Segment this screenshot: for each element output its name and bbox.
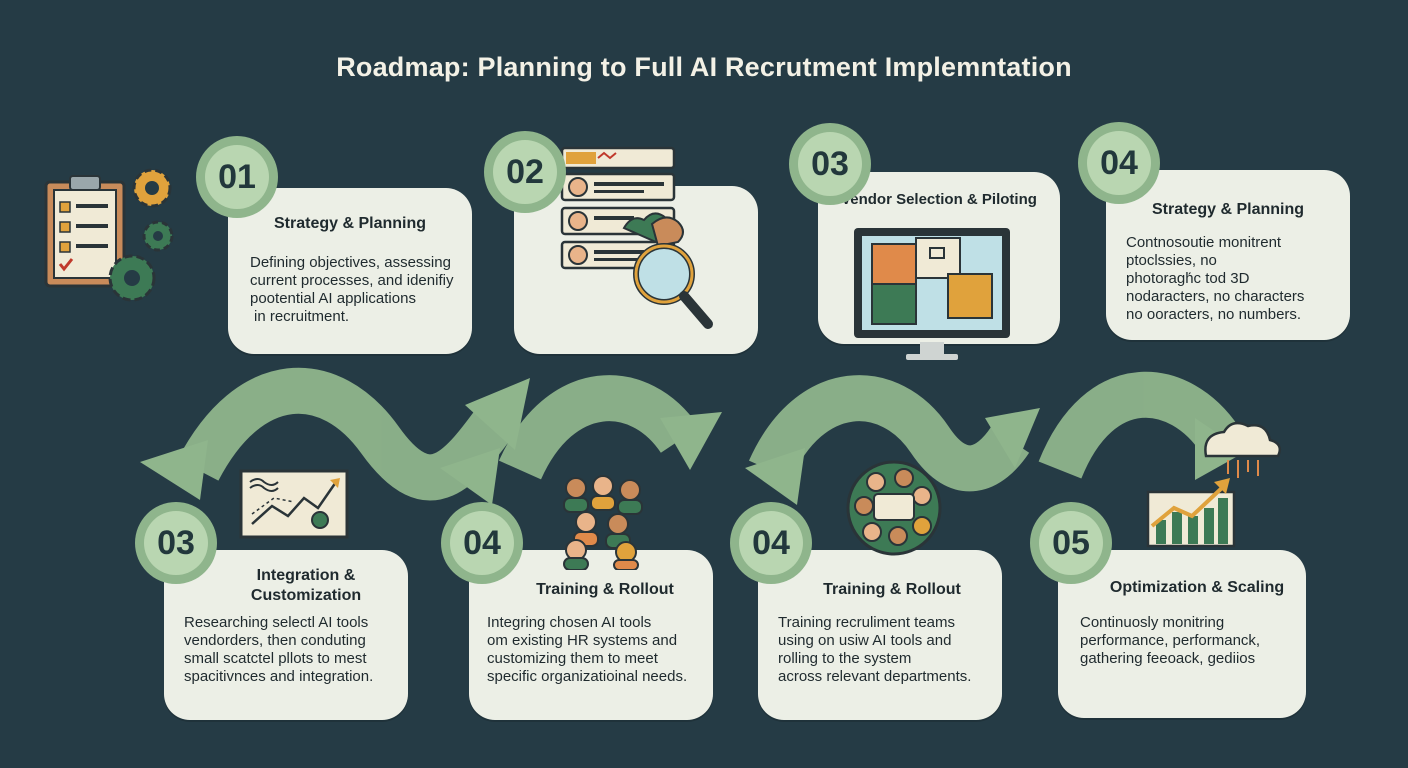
page-title: Roadmap: Planning to Full AI Recrutment …	[336, 52, 1072, 82]
trend-chart-icon	[239, 469, 349, 539]
step-badge-bottom-2: 04	[441, 502, 523, 584]
monitor-puzzle-icon	[854, 228, 1010, 360]
step-description: Contnosoutie monitrent ptoclssies, no ph…	[1126, 234, 1305, 323]
step-card-bottom-2: Training & Rollout Integring chosen AI t…	[469, 550, 713, 720]
step-title: Training & Rollout	[536, 581, 674, 598]
arrow-head-left	[140, 440, 208, 500]
step-badge-bottom-3: 04	[730, 502, 812, 584]
step-badge-top-4: 04	[1078, 122, 1160, 204]
step-badge-bottom-1: 03	[135, 502, 217, 584]
clipboard-gears-icon	[44, 168, 174, 302]
step-card-top-1: Strategy & Planning Defining objectives,…	[228, 188, 472, 354]
step-badge-top-3: 03	[789, 123, 871, 205]
step-description: Defining objectives, assessing current p…	[250, 254, 454, 325]
step-description: Researching selectl AI tools vendorders,…	[184, 614, 374, 685]
step-badge-top-2: 02	[484, 131, 566, 213]
step-description: Integring chosen AI tools om existing HR…	[487, 614, 688, 685]
step-title: Strategy & Planning	[273, 215, 427, 232]
cloud-growth-icon	[1146, 421, 1281, 548]
step-card-bottom-1: Integration & Customization Researching …	[164, 550, 408, 720]
step-badge-top-1: 01	[196, 136, 278, 218]
team-people-icon	[563, 475, 643, 570]
step-title: Integration & Customization	[250, 567, 362, 604]
step-title: Strategy & Planning	[1151, 201, 1305, 218]
step-title: Optimization & Scaling	[1109, 579, 1285, 596]
step-title: Vendor Selection & Piloting	[841, 191, 1037, 208]
step-card-bottom-3: Training & Rollout Training recruliment …	[758, 550, 1002, 720]
step-description: Continuosly monitring performance, perfo…	[1080, 614, 1261, 667]
team-circle-icon	[846, 460, 942, 556]
candidate-search-icon	[560, 146, 713, 329]
step-badge-bottom-4: 05	[1030, 502, 1112, 584]
step-card-top-4: Strategy & Planning Contnosoutie monitre…	[1106, 170, 1350, 340]
step-card-bottom-4: Optimization & Scaling Continuosly monit…	[1058, 550, 1306, 718]
step-title: Training & Rollout	[823, 581, 961, 598]
step-description: Training recruliment teams using on usiw…	[778, 614, 972, 685]
